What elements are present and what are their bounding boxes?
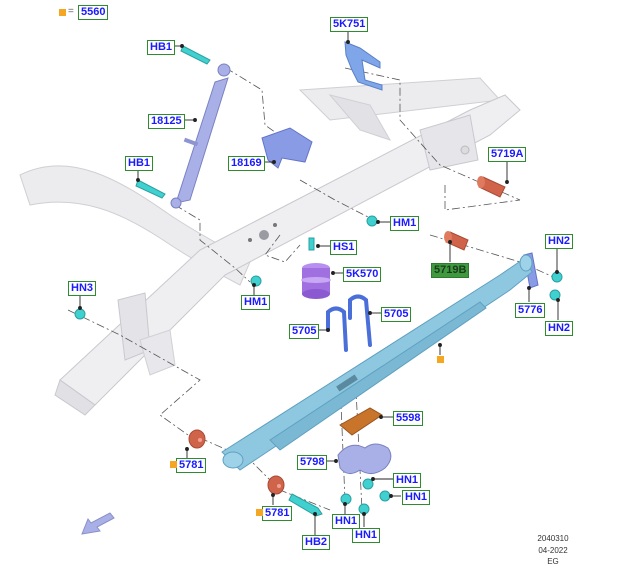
bushing-5781-lower: [267, 475, 285, 495]
legend-marker-icon: [170, 461, 177, 468]
bushing-5781-upper: [188, 429, 206, 449]
drawing-code: EG: [547, 557, 559, 566]
callout-nut-hn2-bottom[interactable]: HN2: [545, 321, 574, 336]
drawing-number: 2040310: [537, 534, 569, 543]
nut-hn1-b: [379, 490, 391, 502]
callout-bracket-18169[interactable]: 18169: [228, 156, 265, 171]
legend-marker-icon: [256, 509, 263, 516]
spring-plate-5798: [337, 443, 392, 474]
callout-nut-hm1-left[interactable]: HM1: [241, 295, 271, 310]
callout-nut-hn1-b[interactable]: HN1: [402, 490, 431, 505]
callout-legend-5560[interactable]: 5560: [78, 5, 109, 20]
callout-spring-plate-5798[interactable]: 5798: [297, 455, 328, 470]
bolt-hb1-upper: [180, 45, 211, 65]
bushing-5719a: [477, 176, 506, 198]
drawing-date: 04-2022: [538, 546, 568, 555]
callout-u-bolt-right[interactable]: 5705: [381, 307, 412, 322]
bracket-5k751: [344, 41, 383, 91]
callout-bushing-5719b[interactable]: 5719B: [431, 263, 470, 278]
callout-spacer-5598[interactable]: 5598: [393, 411, 424, 426]
callout-shackle-5776[interactable]: 5776: [515, 303, 546, 318]
callout-shock-18125[interactable]: 18125: [148, 114, 185, 129]
leader-lines: [78, 30, 560, 535]
legend-marker-icon: [59, 9, 66, 16]
shock-bracket: [261, 127, 313, 169]
callout-bushing-5781-upper[interactable]: 5781: [176, 458, 207, 473]
nuts: [74, 215, 563, 515]
callout-nut-hn3[interactable]: HN3: [68, 281, 97, 296]
shock-absorber: [170, 63, 231, 209]
leaf-spring: [221, 254, 533, 471]
jounce-bumper: [301, 263, 331, 299]
callout-nut-hn1-a[interactable]: HN1: [393, 473, 422, 488]
callout-stud-hs1[interactable]: HS1: [330, 240, 358, 255]
callout-bushing-5719a[interactable]: 5719A: [488, 147, 527, 162]
nut-hn3: [74, 308, 86, 320]
callout-nut-hn2-top[interactable]: HN2: [545, 234, 574, 249]
front-direction-arrow-icon: [81, 512, 115, 535]
callout-nut-hn1-c[interactable]: HN1: [332, 514, 361, 529]
callout-hb1-upper[interactable]: HB1: [147, 40, 176, 55]
callout-bushing-5781-lower[interactable]: 5781: [262, 506, 293, 521]
callout-bumper-5k570[interactable]: 5K570: [343, 267, 382, 282]
nut-hn2-bottom: [549, 289, 561, 301]
callout-bracket-5k751[interactable]: 5K751: [330, 17, 369, 32]
callout-nut-hm1-right[interactable]: HM1: [390, 216, 420, 231]
callout-u-bolt-left[interactable]: 5705: [289, 324, 320, 339]
callout-hb1-lower[interactable]: HB1: [125, 156, 154, 171]
u-bolts: [326, 294, 372, 352]
bushing-5719b: [444, 231, 469, 251]
callout-nut-hn1-d[interactable]: HN1: [352, 528, 381, 543]
legend-equals: =: [68, 6, 74, 17]
nut-hn1-a: [362, 478, 374, 490]
bolt-hb1-lower: [135, 179, 166, 199]
spacer-5598: [339, 407, 383, 436]
legend-marker-icon: [437, 356, 444, 363]
bolt-hb2: [288, 493, 323, 517]
callout-bolt-hb2[interactable]: HB2: [302, 535, 331, 550]
frame-side-rail: [54, 94, 521, 416]
stud-hs1: [308, 237, 315, 251]
nut-hm1-right: [366, 215, 378, 227]
